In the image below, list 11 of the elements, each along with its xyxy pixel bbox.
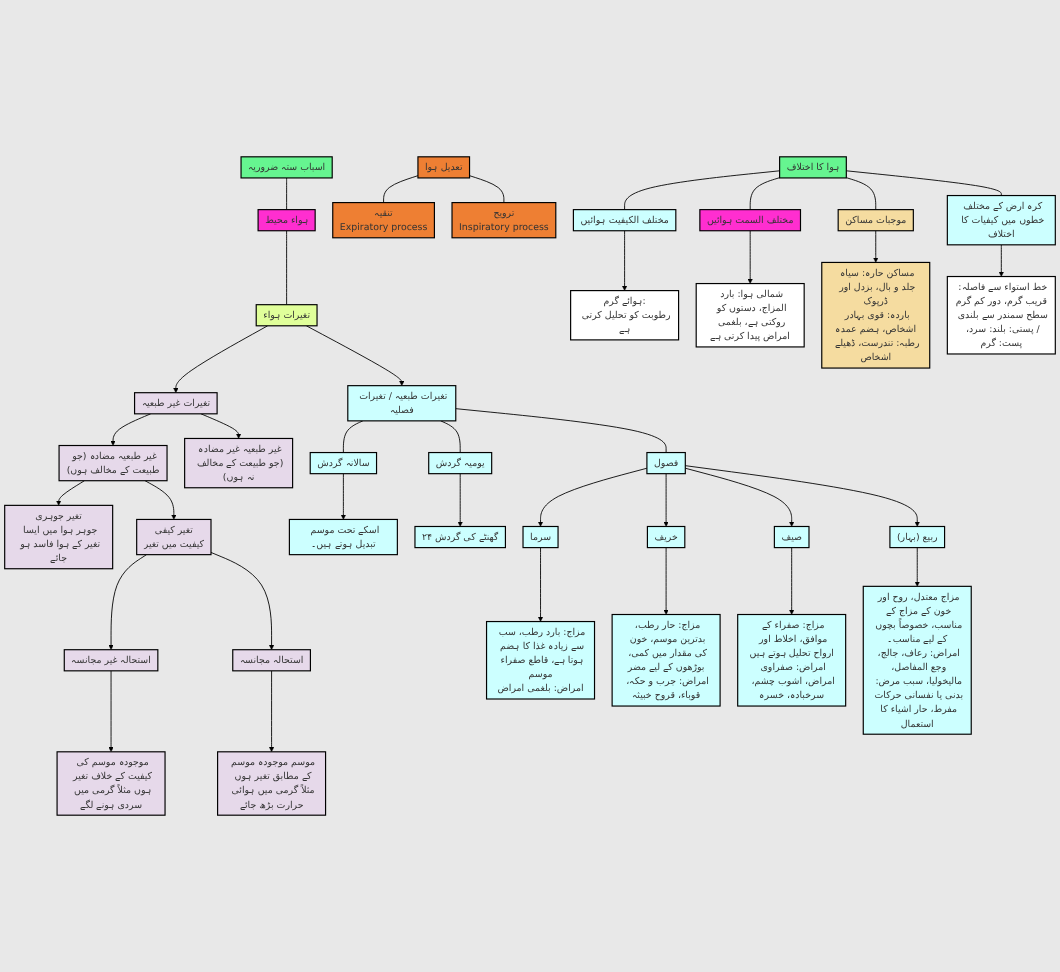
connector — [624, 170, 781, 211]
connector — [845, 177, 877, 211]
connector — [469, 175, 505, 203]
connector — [440, 420, 461, 453]
connector — [845, 170, 1002, 196]
connector — [749, 177, 781, 211]
connector — [286, 177, 288, 211]
connector — [342, 420, 364, 453]
connector — [383, 175, 419, 203]
connector — [455, 408, 667, 453]
connector — [286, 230, 288, 306]
